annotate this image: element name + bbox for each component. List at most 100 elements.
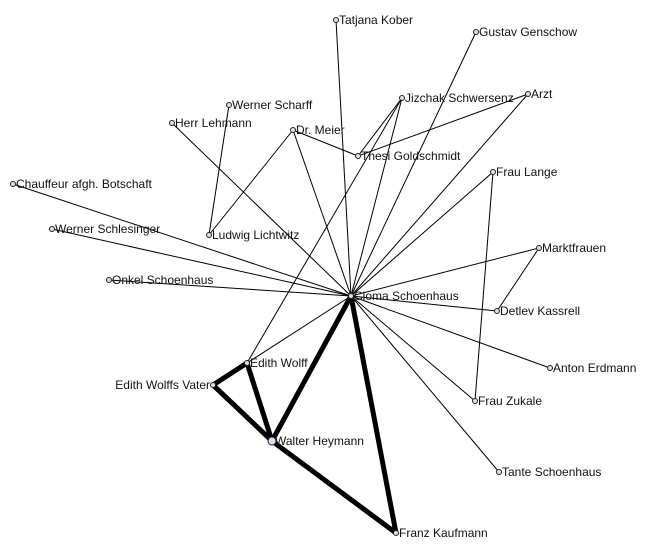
edge-cioma-tatjana (335, 19, 352, 297)
node-label: Werner Schlesinger (55, 222, 160, 236)
edge-cioma-arzt (350, 93, 529, 297)
node-frau_lange[interactable]: Frau Lange (490, 165, 558, 179)
edge-cioma-frau_lange (350, 171, 494, 297)
node-label: Tante Schoenhaus (502, 465, 601, 479)
edge-marktfrauen-detlev (496, 247, 540, 312)
edge-cioma-jizchak (350, 97, 403, 297)
edge-edith-edith_vater (210, 360, 250, 388)
node-label: Edith Wolffs Vater (115, 378, 210, 392)
node-tatjana[interactable]: Tatjana Kober (333, 13, 414, 27)
node-ludwig[interactable]: Ludwig Lichtwitz (206, 228, 300, 242)
edge-edith-walter (244, 360, 275, 444)
edge-cioma-detlev (350, 295, 498, 312)
node-marker[interactable] (525, 91, 531, 97)
node-dr_meier[interactable]: Dr. Meier (290, 123, 345, 137)
node-label: Ludwig Lichtwitz (212, 228, 299, 242)
node-werner_scharff[interactable]: Werner Scharff (226, 98, 313, 112)
edge-cioma-frau_zukale (350, 295, 476, 402)
node-gustav[interactable]: Gustav Genschow (473, 25, 578, 39)
node-marktfrauen[interactable]: Marktfrauen (536, 241, 607, 255)
node-marker[interactable] (106, 277, 112, 283)
edge-cioma-tante (350, 295, 500, 473)
node-marker[interactable] (496, 469, 502, 475)
node-label: Marktfrauen (542, 241, 606, 255)
node-marker[interactable] (348, 293, 354, 299)
node-werner_schlesinger[interactable]: Werner Schlesinger (49, 222, 161, 236)
node-label: Werner Scharff (232, 98, 313, 112)
node-label: Edith Wolff (250, 356, 308, 370)
edge-cioma-walter (269, 293, 354, 444)
node-label: Franz Kaufmann (399, 526, 488, 540)
node-cioma[interactable]: Cioma Schoenhaus (348, 289, 459, 303)
edge-cioma-franz (348, 293, 399, 536)
edge-cioma-gustav (350, 31, 477, 297)
node-marker[interactable] (393, 530, 399, 536)
node-label: Cioma Schoenhaus (354, 289, 459, 303)
node-marker[interactable] (547, 365, 553, 371)
edges-layer (12, 19, 551, 536)
node-marker[interactable] (473, 29, 479, 35)
edge-cioma-werner_schlesinger (51, 228, 352, 297)
node-label: Walter Heymann (275, 434, 364, 448)
node-marker[interactable] (399, 95, 405, 101)
node-marker[interactable] (244, 360, 250, 366)
node-marker[interactable] (472, 398, 478, 404)
node-label: Onkel Schoenhaus (112, 273, 213, 287)
edge-frau_lange-frau_zukale (474, 171, 494, 402)
node-marker[interactable] (49, 226, 55, 232)
node-arzt[interactable]: Arzt (525, 87, 554, 101)
edge-cioma-chauffeur (12, 183, 352, 297)
edge-cioma-onkel (108, 279, 352, 297)
node-detlev[interactable]: Detlev Kassrell (494, 304, 581, 318)
node-marker[interactable] (267, 436, 277, 446)
node-tante[interactable]: Tante Schoenhaus (496, 465, 602, 479)
node-marker[interactable] (290, 127, 296, 133)
edge-werner_scharff-ludwig (208, 104, 230, 236)
edge-cioma-anton (350, 295, 551, 369)
node-label: Frau Zukale (478, 394, 542, 408)
edge-cioma-dr_meier (292, 129, 352, 297)
node-marker[interactable] (355, 153, 361, 159)
edge-thesi-jizchak (357, 97, 403, 157)
node-edith_vater[interactable]: Edith Wolffs Vater (115, 378, 216, 392)
edge-cioma-herr_lehmann (171, 122, 352, 297)
node-walter[interactable]: Walter Heymann (267, 434, 364, 448)
edge-edith_vater-walter (210, 382, 275, 444)
node-label: Arzt (531, 87, 553, 101)
edge-cioma-marktfrauen (350, 247, 540, 297)
node-onkel[interactable]: Onkel Schoenhaus (106, 273, 214, 287)
node-label: Thesi Goldschmidt (361, 149, 461, 163)
node-label: Dr. Meier (296, 123, 345, 137)
node-chauffeur[interactable]: Chauffeur afgh. Botschaft (10, 177, 153, 191)
node-marker[interactable] (536, 245, 542, 251)
node-thesi[interactable]: Thesi Goldschmidt (355, 149, 462, 163)
node-franz[interactable]: Franz Kaufmann (393, 526, 488, 540)
node-edith[interactable]: Edith Wolff (244, 356, 309, 370)
node-marker[interactable] (333, 17, 339, 23)
node-marker[interactable] (10, 181, 16, 187)
edge-jizchak-edith (246, 97, 403, 364)
node-label: Anton Erdmann (553, 361, 636, 375)
node-label: Herr Lehmann (175, 116, 252, 130)
node-label: Detlev Kassrell (500, 304, 580, 318)
node-label: Tatjana Kober (339, 13, 413, 27)
node-label: Chauffeur afgh. Botschaft (16, 177, 153, 191)
node-jizchak[interactable]: Jizchak Schwersenz (399, 91, 514, 105)
node-label: Jizchak Schwersenz (405, 91, 514, 105)
node-marker[interactable] (494, 308, 500, 314)
node-marker[interactable] (490, 169, 496, 175)
node-marker[interactable] (206, 232, 212, 238)
node-herr_lehmann[interactable]: Herr Lehmann (169, 116, 252, 130)
node-anton[interactable]: Anton Erdmann (547, 361, 637, 375)
node-marker[interactable] (226, 102, 232, 108)
node-marker[interactable] (169, 120, 175, 126)
node-label: Gustav Genschow (479, 25, 577, 39)
edge-thesi-dr_meier (292, 129, 359, 157)
node-frau_zukale[interactable]: Frau Zukale (472, 394, 543, 408)
edge-cioma-edith (246, 295, 352, 364)
edge-dr_meier-ludwig (208, 129, 294, 236)
edge-thesi-arzt (357, 93, 529, 157)
node-marker[interactable] (210, 382, 216, 388)
